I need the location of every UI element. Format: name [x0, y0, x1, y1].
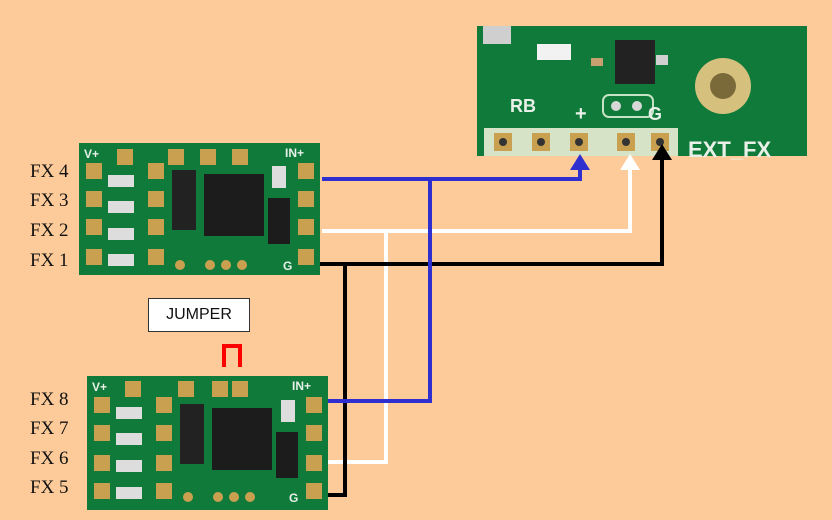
pin-row-left	[86, 149, 314, 265]
jumper-label: JUMPER	[148, 298, 250, 332]
fx-label-top-2: FX 3	[30, 190, 69, 211]
chip-icon	[204, 174, 264, 236]
fx-label-bottom-3: FX 6	[30, 448, 69, 469]
fx-label-bottom-4: FX 5	[30, 477, 69, 498]
wire-white-arrow	[620, 154, 640, 170]
fx-label-top-1: FX 4	[30, 161, 69, 182]
wire-black-arrow	[652, 144, 672, 160]
wire-blue-arrow	[570, 154, 590, 170]
fx-board-bottom: V+ IN+ G	[87, 376, 328, 510]
wire-white	[322, 164, 632, 464]
ext-fx-label: EXT_FX	[688, 137, 771, 162]
rb-label: RB	[510, 96, 536, 116]
wire-black	[320, 158, 664, 497]
vplus-label-bottom: V+	[92, 380, 107, 394]
fx-label-bottom-2: FX 7	[30, 418, 69, 439]
fx-board-top: V+ IN+ G	[79, 143, 320, 275]
fx-label-top-4: FX 1	[30, 250, 69, 271]
vplus-label: V+	[84, 147, 99, 161]
jumper-symbol	[222, 344, 242, 367]
plus-label: +	[575, 103, 587, 125]
g-silk-label-bottom: G	[289, 491, 298, 505]
fx-label-bottom-1: FX 8	[30, 389, 69, 410]
g-label: G	[648, 104, 662, 124]
in-plus-label-bottom: IN+	[292, 379, 311, 393]
g-silk-label: G	[283, 259, 292, 273]
fx-label-top-3: FX 2	[30, 220, 69, 241]
main-controller-board: RB + G EXT_FX	[477, 26, 807, 162]
in-plus-label: IN+	[285, 146, 304, 160]
wire-blue	[322, 164, 582, 403]
